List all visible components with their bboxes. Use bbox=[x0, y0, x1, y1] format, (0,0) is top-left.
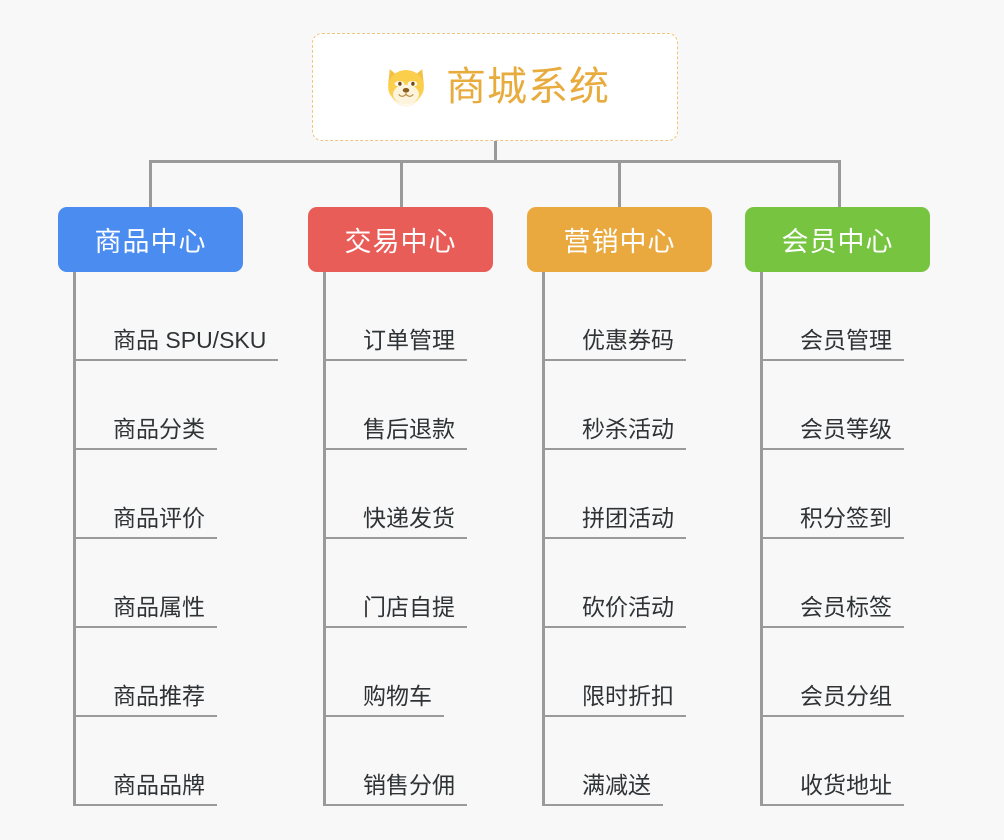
branch-drop-connector-2 bbox=[400, 160, 403, 207]
branch-bus-connector bbox=[149, 160, 841, 163]
root-title: 商城系统 bbox=[446, 65, 610, 109]
item-label: 订单管理 bbox=[323, 327, 467, 361]
branch-column-1: 商品中心 商品 SPU/SKU 商品分类 商品评价 商品属性 商品推荐 商品品牌 bbox=[58, 207, 279, 806]
list-item[interactable]: 会员管理 bbox=[760, 272, 1004, 361]
branch-drop-connector-4 bbox=[838, 160, 841, 207]
branch-items-3: 优惠券码 秒杀活动 拼团活动 砍价活动 限时折扣 满减送 bbox=[542, 272, 822, 806]
list-item[interactable]: 订单管理 bbox=[323, 272, 603, 361]
shiba-dog-face-icon bbox=[380, 61, 432, 113]
list-item[interactable]: 商品分类 bbox=[73, 361, 353, 450]
branch-spine-3 bbox=[542, 272, 545, 806]
item-label: 积分签到 bbox=[760, 505, 904, 539]
list-item[interactable]: 拼团活动 bbox=[542, 450, 822, 539]
item-label: 砍价活动 bbox=[542, 594, 686, 628]
item-label: 秒杀活动 bbox=[542, 416, 686, 450]
item-label: 会员分组 bbox=[760, 683, 904, 717]
branch-column-4: 会员中心 会员管理 会员等级 积分签到 会员标签 会员分组 收货地址 bbox=[745, 207, 930, 806]
list-item[interactable]: 会员标签 bbox=[760, 539, 1004, 628]
item-label: 商品推荐 bbox=[73, 683, 217, 717]
branch-items-4: 会员管理 会员等级 积分签到 会员标签 会员分组 收货地址 bbox=[760, 272, 1004, 806]
list-item[interactable]: 快递发货 bbox=[323, 450, 603, 539]
item-label: 购物车 bbox=[323, 683, 444, 717]
branch-header-label-1: 商品中心 bbox=[94, 227, 207, 257]
item-label: 收货地址 bbox=[760, 772, 904, 806]
item-label: 限时折扣 bbox=[542, 683, 686, 717]
list-item[interactable]: 商品评价 bbox=[73, 450, 353, 539]
branch-spine-1 bbox=[73, 272, 76, 806]
branch-items-1: 商品 SPU/SKU 商品分类 商品评价 商品属性 商品推荐 商品品牌 bbox=[73, 272, 353, 806]
item-label: 商品分类 bbox=[73, 416, 217, 450]
branch-header-label-2: 交易中心 bbox=[344, 227, 457, 257]
list-item[interactable]: 商品推荐 bbox=[73, 628, 353, 717]
branch-column-2: 交易中心 订单管理 售后退款 快递发货 门店自提 购物车 销售分佣 bbox=[308, 207, 493, 806]
list-item[interactable]: 满减送 bbox=[542, 717, 822, 806]
item-label: 会员等级 bbox=[760, 416, 904, 450]
branch-header-3[interactable]: 营销中心 bbox=[527, 207, 712, 272]
item-label: 快递发货 bbox=[323, 505, 467, 539]
branch-header-1[interactable]: 商品中心 bbox=[58, 207, 243, 272]
branch-header-label-4: 会员中心 bbox=[781, 227, 894, 257]
list-item[interactable]: 购物车 bbox=[323, 628, 603, 717]
list-item[interactable]: 秒杀活动 bbox=[542, 361, 822, 450]
list-item[interactable]: 销售分佣 bbox=[323, 717, 603, 806]
branch-column-3: 营销中心 优惠券码 秒杀活动 拼团活动 砍价活动 限时折扣 满减送 bbox=[527, 207, 712, 806]
item-label: 商品 SPU/SKU bbox=[73, 327, 279, 361]
item-label: 会员管理 bbox=[760, 327, 904, 361]
item-label: 满减送 bbox=[542, 772, 663, 806]
item-label: 优惠券码 bbox=[542, 327, 686, 361]
branch-spine-2 bbox=[323, 272, 326, 806]
branch-spine-4 bbox=[760, 272, 763, 806]
list-item[interactable]: 售后退款 bbox=[323, 361, 603, 450]
branch-header-2[interactable]: 交易中心 bbox=[308, 207, 493, 272]
root-stem-connector bbox=[494, 141, 497, 163]
item-label: 商品品牌 bbox=[73, 772, 217, 806]
branch-drop-connector-1 bbox=[149, 160, 152, 207]
branch-drop-connector-3 bbox=[618, 160, 621, 207]
list-item[interactable]: 会员等级 bbox=[760, 361, 1004, 450]
list-item[interactable]: 优惠券码 bbox=[542, 272, 822, 361]
list-item[interactable]: 会员分组 bbox=[760, 628, 1004, 717]
item-label: 门店自提 bbox=[323, 594, 467, 628]
list-item[interactable]: 门店自提 bbox=[323, 539, 603, 628]
item-label: 商品属性 bbox=[73, 594, 217, 628]
list-item[interactable]: 限时折扣 bbox=[542, 628, 822, 717]
list-item[interactable]: 砍价活动 bbox=[542, 539, 822, 628]
list-item[interactable]: 商品品牌 bbox=[73, 717, 353, 806]
list-item[interactable]: 商品 SPU/SKU bbox=[73, 272, 353, 361]
branch-header-label-3: 营销中心 bbox=[563, 227, 676, 257]
branch-header-4[interactable]: 会员中心 bbox=[745, 207, 930, 272]
item-label: 拼团活动 bbox=[542, 505, 686, 539]
root-node[interactable]: 商城系统 bbox=[312, 33, 678, 141]
list-item[interactable]: 积分签到 bbox=[760, 450, 1004, 539]
item-label: 售后退款 bbox=[323, 416, 467, 450]
list-item[interactable]: 商品属性 bbox=[73, 539, 353, 628]
list-item[interactable]: 收货地址 bbox=[760, 717, 1004, 806]
branch-items-2: 订单管理 售后退款 快递发货 门店自提 购物车 销售分佣 bbox=[323, 272, 603, 806]
item-label: 会员标签 bbox=[760, 594, 904, 628]
item-label: 商品评价 bbox=[73, 505, 217, 539]
item-label: 销售分佣 bbox=[323, 772, 467, 806]
